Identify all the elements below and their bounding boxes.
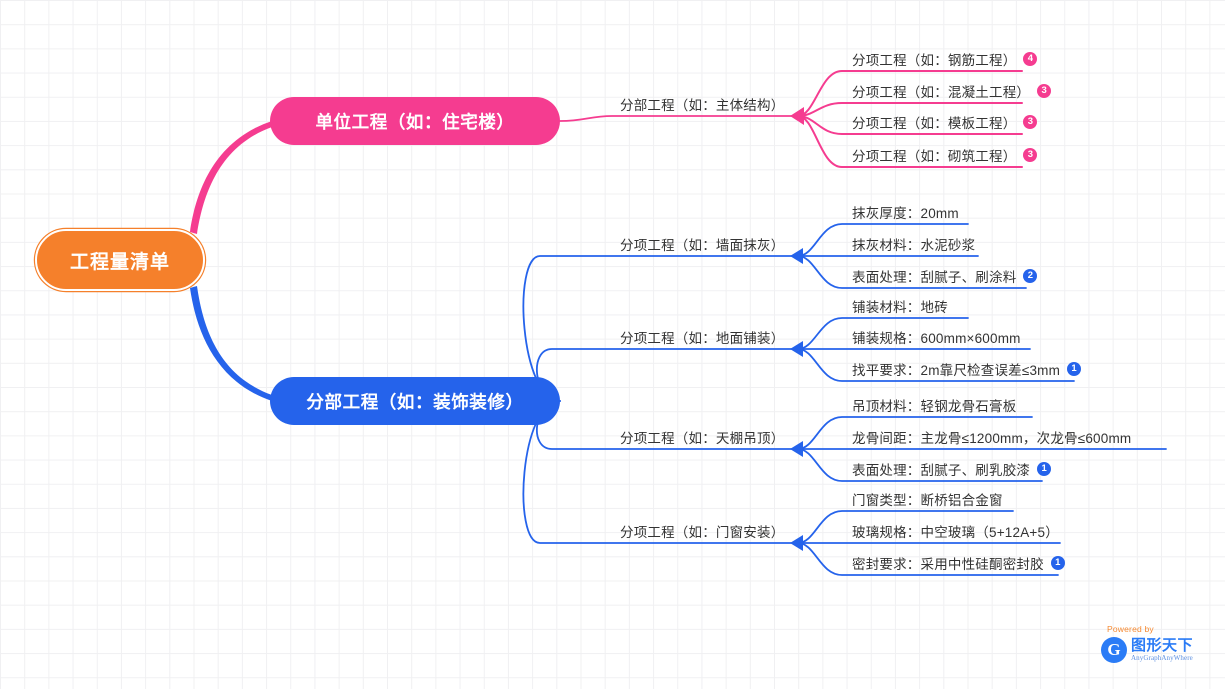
edge-arrow-sub1 bbox=[790, 248, 803, 264]
mid-node-floor-paving[interactable]: 分项工程（如：地面铺装） bbox=[620, 324, 784, 350]
root-node-label: 工程量清单 bbox=[69, 251, 170, 273]
mid-node-wall-plaster-label: 分项工程（如：墙面抹灰） bbox=[620, 238, 785, 253]
brand-logo-icon: G bbox=[1101, 637, 1127, 663]
leaf-node-label: 表面处理：刮腻子、刷乳胶漆 bbox=[852, 463, 1031, 478]
edge-arrow-sub3 bbox=[790, 441, 803, 457]
edge-root-to-unit bbox=[190, 121, 272, 234]
branch-node-unit[interactable]: 单位工程（如：住宅楼） bbox=[270, 97, 560, 145]
leaf-node[interactable]: 找平要求：2m靠尺检查误差≤3mm 1 bbox=[852, 357, 1082, 381]
leaf-node-label: 找平要求：2m靠尺检查误差≤3mm bbox=[852, 363, 1061, 378]
mid-node-ceiling-label: 分项工程（如：天棚吊顶） bbox=[620, 431, 785, 446]
leaf-node[interactable]: 抹灰材料：水泥砂浆 bbox=[852, 232, 975, 256]
leaf-badge: 3 bbox=[1023, 148, 1038, 162]
leaf-node-label: 表面处理：刮腻子、刷涂料 bbox=[852, 270, 1017, 285]
leaf-badge: 1 bbox=[1067, 362, 1082, 376]
mid-node-door-window-label: 分项工程（如：门窗安装） bbox=[620, 525, 785, 540]
brand-name-cn: 图形天下 bbox=[1131, 636, 1194, 654]
root-node[interactable]: 工程量清单 bbox=[35, 229, 205, 291]
mid-node-door-window[interactable]: 分项工程（如：门窗安装） bbox=[620, 518, 784, 544]
leaf-node[interactable]: 玻璃规格：中空玻璃（5+12A+5） bbox=[852, 519, 1059, 543]
mid-node-ceiling[interactable]: 分项工程（如：天棚吊顶） bbox=[620, 424, 784, 450]
leaf-node-label: 门窗类型：断桥铝合金窗 bbox=[852, 493, 1003, 508]
leaf-node[interactable]: 吊顶材料：轻钢龙骨石膏板 bbox=[852, 393, 1016, 417]
watermark-logo: Powered by G 图形天下 AnyGraphAnyWhere bbox=[1101, 623, 1213, 675]
leaf-node[interactable]: 铺装规格：600mm×600mm bbox=[852, 325, 1021, 349]
leaf-badge: 4 bbox=[1023, 52, 1038, 66]
powered-by-label: Powered by bbox=[1107, 624, 1154, 634]
leaf-node[interactable]: 龙骨间距：主龙骨≤1200mm，次龙骨≤600mm bbox=[852, 425, 1131, 449]
leaf-badge: 1 bbox=[1050, 556, 1065, 570]
leaf-node[interactable]: 门窗类型：断桥铝合金窗 bbox=[852, 487, 1003, 511]
leaf-badge: 1 bbox=[1037, 462, 1052, 476]
logo-text: 图形天下 AnyGraphAnyWhere bbox=[1131, 636, 1194, 663]
leaf-badge: 2 bbox=[1023, 269, 1038, 283]
leaf-node-label: 密封要求：采用中性硅酮密封胶 bbox=[852, 557, 1044, 572]
mid-node-main-structure[interactable]: 分部工程（如：主体结构） bbox=[620, 91, 784, 117]
leaf-node-label: 分项工程（如：混凝土工程） bbox=[852, 85, 1031, 100]
leaf-node-label: 铺装材料：地砖 bbox=[852, 300, 948, 315]
leaf-node[interactable]: 表面处理：刮腻子、刷乳胶漆 1 bbox=[852, 457, 1052, 481]
leaf-node[interactable]: 铺装材料：地砖 bbox=[852, 294, 948, 318]
leaf-node[interactable]: 分项工程（如：模板工程） 3 bbox=[852, 110, 1038, 134]
leaf-node-label: 抹灰厚度：20mm bbox=[852, 206, 959, 221]
branch-node-decor-label: 分部工程（如：装饰装修） bbox=[306, 391, 524, 412]
branch-node-decor[interactable]: 分部工程（如：装饰装修） bbox=[270, 377, 560, 425]
edge-arrow-sub2 bbox=[790, 341, 803, 357]
edge-arrow-sub4 bbox=[790, 535, 803, 551]
leaf-badge: 3 bbox=[1023, 115, 1038, 129]
leaf-node-label: 分项工程（如：钢筋工程） bbox=[852, 53, 1017, 68]
leaf-node[interactable]: 密封要求：采用中性硅酮密封胶 1 bbox=[852, 551, 1065, 575]
leaf-node-label: 分项工程（如：砌筑工程） bbox=[852, 149, 1017, 164]
leaf-node[interactable]: 分项工程（如：混凝土工程） 3 bbox=[852, 79, 1052, 103]
leaf-node-label: 分项工程（如：模板工程） bbox=[852, 116, 1017, 131]
leaf-node[interactable]: 分项工程（如：砌筑工程） 3 bbox=[852, 143, 1038, 167]
logo-row: G 图形天下 AnyGraphAnyWhere bbox=[1101, 637, 1213, 663]
edge-root-to-decor bbox=[190, 286, 272, 401]
mid-node-wall-plaster[interactable]: 分项工程（如：墙面抹灰） bbox=[620, 231, 784, 257]
leaf-node[interactable]: 表面处理：刮腻子、刷涂料 2 bbox=[852, 264, 1038, 288]
leaf-badge: 3 bbox=[1037, 84, 1052, 98]
leaf-node[interactable]: 抹灰厚度：20mm bbox=[852, 200, 959, 224]
mid-node-floor-paving-label: 分项工程（如：地面铺装） bbox=[620, 331, 785, 346]
leaf-node-label: 龙骨间距：主龙骨≤1200mm，次龙骨≤600mm bbox=[852, 431, 1132, 446]
leaf-node-label: 吊顶材料：轻钢龙骨石膏板 bbox=[852, 399, 1017, 414]
leaf-node-label: 铺装规格：600mm×600mm bbox=[852, 331, 1021, 346]
brand-name-en: AnyGraphAnyWhere bbox=[1131, 653, 1193, 662]
leaf-node[interactable]: 分项工程（如：钢筋工程） 4 bbox=[852, 47, 1038, 71]
mid-node-main-structure-label: 分部工程（如：主体结构） bbox=[620, 98, 785, 113]
leaf-node-label: 玻璃规格：中空玻璃（5+12A+5） bbox=[852, 525, 1059, 540]
edge-decor-to-sub-1 bbox=[536, 348, 799, 402]
edge-arrow-unit bbox=[790, 107, 804, 125]
leaf-node-label: 抹灰材料：水泥砂浆 bbox=[852, 238, 976, 253]
branch-node-unit-label: 单位工程（如：住宅楼） bbox=[315, 111, 515, 132]
